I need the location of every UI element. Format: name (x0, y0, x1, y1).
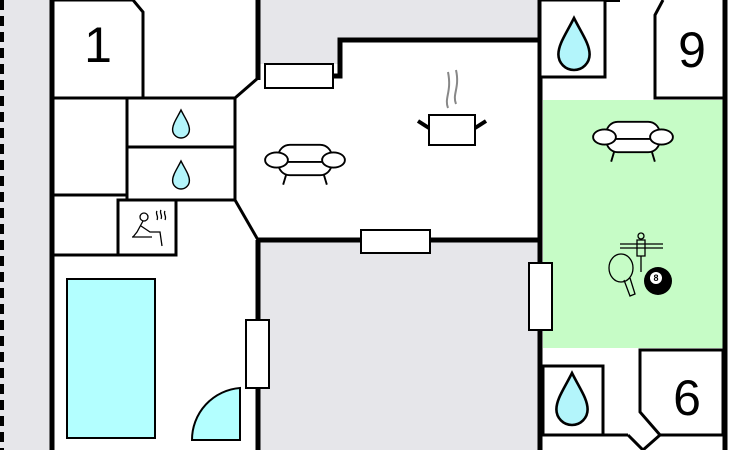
unlit-room-bottom (258, 240, 540, 450)
windows (245, 63, 553, 389)
water-drop-icon (171, 160, 191, 190)
room-9-label: 9 (678, 22, 706, 78)
sauna-icon (132, 209, 167, 247)
ping-pong-icon (608, 253, 636, 297)
window-top (264, 63, 334, 89)
foosball-icon (620, 232, 663, 272)
billiard-ball-number: 8 (653, 273, 658, 283)
cooking-pot-icon (416, 69, 488, 146)
outside-left (0, 0, 52, 450)
room-9: 9 (653, 0, 723, 100)
room-6-label: 6 (673, 370, 701, 426)
billiard-ball-icon: 8 (644, 267, 672, 295)
door-icon (190, 386, 241, 441)
pool-icon (66, 278, 156, 439)
window-right (528, 262, 553, 331)
window-left (245, 319, 270, 389)
window-middle (360, 229, 431, 254)
water-drop-icon (171, 109, 191, 139)
room-1: 1 (52, 0, 145, 98)
sofa-icon (264, 143, 346, 186)
room-6: 6 (638, 348, 725, 437)
room-1-label: 1 (84, 17, 112, 73)
outside-top-center (258, 0, 540, 64)
